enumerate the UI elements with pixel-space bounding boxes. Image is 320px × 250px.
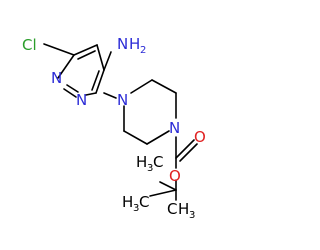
amine-subscript: 2 xyxy=(140,45,146,56)
bond-c5-nh2 xyxy=(103,51,112,71)
ring-nitrogen-2: N xyxy=(76,91,87,109)
bond-n2-n1-double xyxy=(66,84,79,93)
methyl-right-subscript: 3 xyxy=(189,210,195,221)
bond-quatc-top-methyl xyxy=(159,181,177,191)
bond-c3-pipn1 xyxy=(103,92,117,99)
boc-group-bonds xyxy=(149,136,198,201)
methyl-top-subscript: 3 xyxy=(147,163,153,174)
bond-quatc-left-methyl xyxy=(149,189,177,197)
ring-nitrogen-1: N xyxy=(51,69,62,87)
methyl-left-carbon: C xyxy=(139,193,149,211)
pyridazine-ring-bonds xyxy=(43,43,112,98)
bond-pipn1-ca xyxy=(130,79,153,94)
bond-c4-c3-double xyxy=(91,70,100,91)
amine-hydrogen: H xyxy=(129,35,140,53)
bond-n2-n1 xyxy=(63,88,77,98)
methyl-left: H 3 C xyxy=(122,193,149,214)
bond-n1-c6 xyxy=(57,54,75,79)
bond-c3-n2 xyxy=(85,92,97,96)
piperazine-nitrogen-1: N xyxy=(117,91,128,109)
bond-c5-c4 xyxy=(96,44,105,71)
bond-carbonylc-o xyxy=(175,139,195,159)
amine-nitrogen: N xyxy=(117,35,128,53)
piperazine-nitrogen-2: N xyxy=(169,119,180,137)
bond-carbonylc-o-double xyxy=(179,143,198,162)
piperazine-ring-bonds xyxy=(103,79,177,145)
methyl-left-subscript: 3 xyxy=(133,203,139,214)
molecule-structure: Cl N H 2 N N N N O O H 3 C H 3 C C H 3 xyxy=(22,35,206,221)
bond-c6-c5 xyxy=(73,44,98,56)
methyl-right-carbon: C xyxy=(167,200,177,218)
methyl-top: H 3 C xyxy=(136,153,163,174)
bond-cd-pipn2 xyxy=(146,130,170,145)
bond-ca-cb xyxy=(151,79,177,94)
bond-c4-c3 xyxy=(95,69,105,94)
bond-cc-cd xyxy=(123,130,148,145)
methyl-left-hydrogen: H xyxy=(122,193,133,211)
carbonyl-oxygen: O xyxy=(194,128,206,146)
ester-oxygen: O xyxy=(169,167,181,185)
bond-c6-c5-double xyxy=(77,50,96,60)
methyl-right-hydrogen: H xyxy=(178,200,189,218)
methyl-top-hydrogen: H xyxy=(136,153,147,171)
chlorine-atom: Cl xyxy=(22,36,37,54)
bond-c6-cl xyxy=(43,43,75,56)
methyl-right: C H 3 xyxy=(167,200,195,221)
methyl-top-carbon: C xyxy=(153,153,163,171)
amine-group: N H 2 xyxy=(117,35,146,56)
